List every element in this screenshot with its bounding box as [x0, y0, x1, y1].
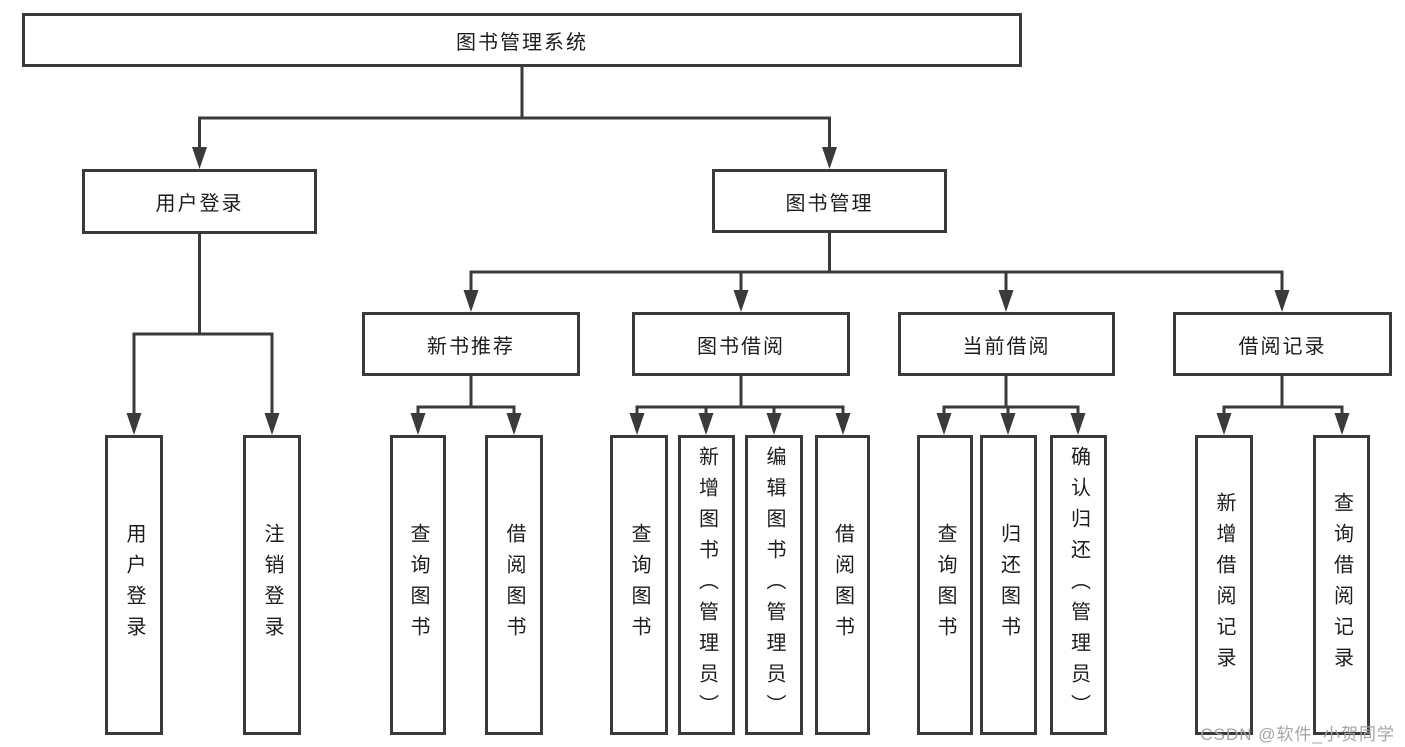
node-leaf-query-book-recommend-label: 查询图书 [407, 523, 429, 647]
node-leaf-logout-label: 注销登录 [261, 523, 283, 647]
node-leaf-query-book-borrowing-label: 查询图书 [628, 523, 650, 647]
node-current-borrowing-label: 当前借阅 [962, 335, 1051, 358]
node-borrowing-records-label: 借阅记录 [1238, 335, 1327, 358]
node-book-borrowing: 图书借阅 [632, 312, 850, 376]
node-leaf-edit-book-admin-label: 编辑图书（管理员） [763, 445, 785, 725]
node-leaf-query-borrow-record-label: 查询借阅记录 [1330, 492, 1353, 678]
node-leaf-user-login: 用户登录 [105, 435, 163, 735]
arrowheads [126, 147, 1350, 435]
node-new-book-recommend-label: 新书推荐 [427, 335, 515, 358]
node-leaf-borrow-book-recommend: 借阅图书 [485, 435, 543, 735]
node-leaf-confirm-return-admin-label: 确认归还（管理员） [1067, 445, 1090, 725]
node-leaf-user-login-label: 用户登录 [123, 523, 145, 647]
node-leaf-query-book-recommend: 查询图书 [390, 435, 446, 735]
node-book-borrowing-label: 图书借阅 [697, 335, 785, 358]
node-book-management-label: 图书管理 [785, 192, 874, 215]
node-leaf-query-book-current-label: 查询图书 [934, 523, 956, 647]
csdn-watermark: CSDN @软件_小贺同学 [1200, 725, 1395, 744]
node-leaf-query-book-borrowing: 查询图书 [610, 435, 668, 735]
node-leaf-logout: 注销登录 [243, 435, 301, 735]
node-current-borrowing: 当前借阅 [898, 312, 1115, 376]
node-leaf-borrow-book: 借阅图书 [815, 435, 870, 735]
node-leaf-add-borrow-record-label: 新增借阅记录 [1213, 492, 1235, 678]
node-book-management: 图书管理 [712, 169, 947, 233]
node-user-login-label: 用户登录 [155, 193, 244, 215]
node-leaf-edit-book-admin: 编辑图书（管理员） [745, 435, 803, 735]
node-borrowing-records: 借阅记录 [1173, 312, 1392, 376]
node-new-book-recommend: 新书推荐 [362, 312, 580, 376]
node-root: 图书管理系统 [22, 13, 1022, 67]
node-user-login: 用户登录 [82, 169, 317, 234]
node-root-label: 图书管理系统 [456, 31, 588, 54]
node-leaf-query-book-current: 查询图书 [917, 435, 973, 735]
node-leaf-confirm-return-admin: 确认归还（管理员） [1050, 435, 1107, 735]
node-leaf-add-book-admin-label: 新增图书（管理员） [695, 445, 718, 725]
node-leaf-query-borrow-record: 查询借阅记录 [1313, 435, 1370, 735]
node-leaf-add-book-admin: 新增图书（管理员） [678, 435, 735, 735]
node-leaf-add-borrow-record: 新增借阅记录 [1195, 435, 1253, 735]
node-leaf-borrow-book-label: 借阅图书 [831, 523, 854, 647]
node-leaf-return-book-label: 归还图书 [997, 523, 1020, 647]
node-leaf-return-book: 归还图书 [980, 435, 1037, 735]
node-leaf-borrow-book-recommend-label: 借阅图书 [503, 523, 525, 647]
